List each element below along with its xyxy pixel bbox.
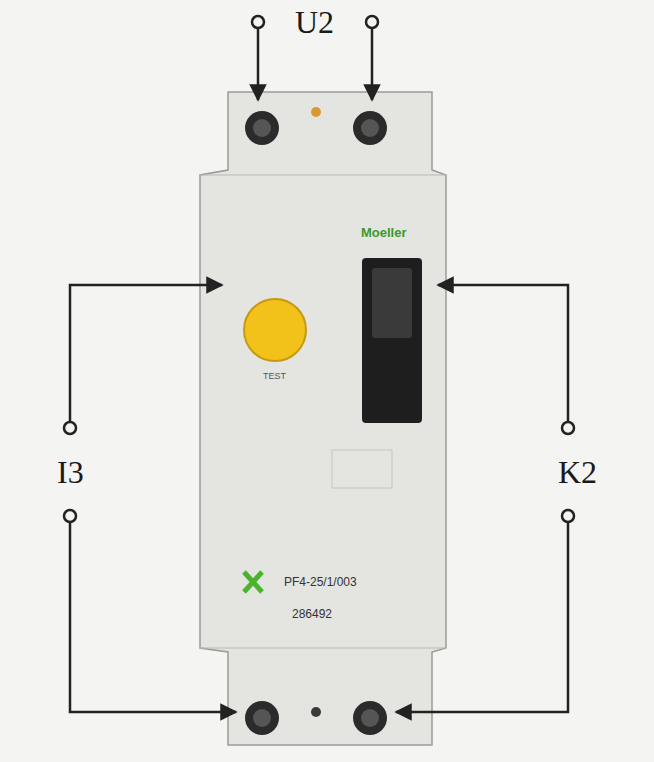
model-number: PF4-25/1/003 — [284, 576, 357, 588]
leader-lines — [70, 28, 568, 712]
signal-name: K2 — [558, 456, 597, 488]
terminal-circles — [64, 16, 574, 522]
button-label: TEST — [263, 372, 286, 381]
rcd-body — [200, 92, 446, 745]
brand-name: Moeller — [361, 226, 407, 239]
signal-name: U2 — [295, 6, 334, 38]
signal-name: I3 — [57, 456, 84, 488]
article-number: 286492 — [292, 608, 332, 620]
